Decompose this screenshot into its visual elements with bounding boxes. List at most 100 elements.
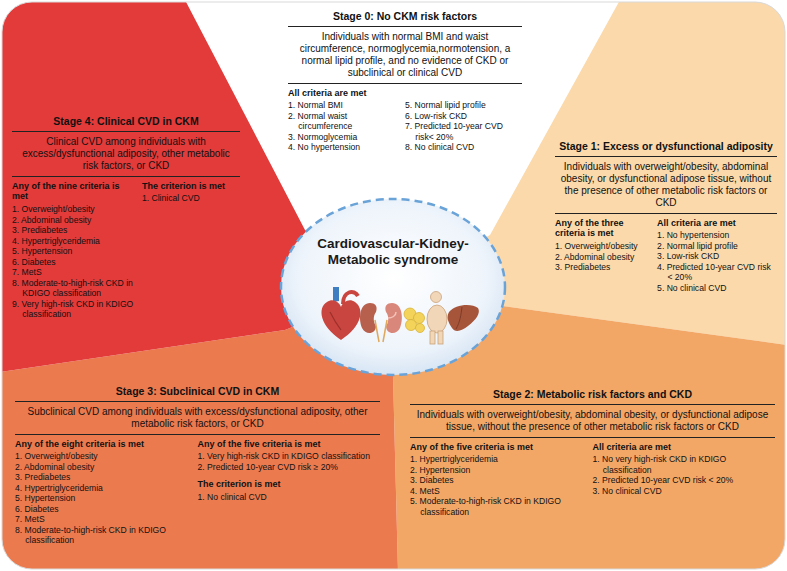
criteria-heading: The criterion is met	[142, 181, 236, 192]
icon-part	[385, 303, 402, 333]
criteria-item: 4. Predicted 10-year CVD risk < 20%	[657, 262, 773, 283]
criteria-item: 1. Overweight/obesity	[555, 241, 653, 251]
criteria-item: 5. Hypertension	[15, 493, 194, 503]
criteria-column: All criteria are met1. No hypertension2.…	[657, 218, 777, 294]
center-title: Cardiovascular-Kidney-Metabolic syndrome	[303, 236, 483, 267]
icon-part	[448, 305, 479, 331]
stage-panel: Stage 2: Metabolic risk factors and CKDI…	[410, 388, 775, 520]
heart-icon	[321, 287, 360, 340]
criteria-column: Any of the five criteria is met1. Very h…	[198, 439, 381, 546]
criteria-item: 3. Prediabetes	[15, 472, 194, 482]
stage-description: Individuals with overweight/obesity, abd…	[555, 157, 777, 214]
stage-heading: Stage 4: Clinical CVD in CKM	[12, 115, 240, 132]
icon-part	[431, 292, 442, 303]
criteria-item: 2. Abdominal obesity	[555, 252, 653, 262]
criteria-item: 7. MetS	[15, 514, 194, 524]
stage-heading: Stage 2: Metabolic risk factors and CKD	[410, 388, 775, 405]
criteria-column: Any of the eight criteria is met1. Overw…	[15, 439, 198, 546]
criteria-item: 1. Clinical CVD	[142, 193, 236, 203]
criteria-item: 4. MetS	[410, 486, 589, 496]
criteria-item: 4. No hypertension	[288, 142, 401, 152]
criteria-heading: Any of the nine criteria is met	[12, 181, 138, 203]
criteria-item: 5. Moderate-to-high-risk CKD in KDIGO cl…	[410, 496, 589, 517]
criteria-column: 5. Normal lipid profile6. Low-risk CKD7.…	[405, 100, 522, 152]
criteria-column: Any of the five criteria is met1. Hypert…	[410, 442, 593, 518]
criteria-item: 2. Abdominal obesity	[12, 215, 138, 225]
criteria-item: 6. Diabetes	[15, 504, 194, 514]
criteria-item: 1. Very high-risk CKD in KDIGO classific…	[198, 451, 377, 461]
criteria-item: 3. Diabetes	[410, 475, 589, 485]
icon-part	[330, 312, 341, 330]
icon-part	[416, 324, 425, 333]
criteria-item: 3. Prediabetes	[555, 262, 653, 272]
criteria-item: 8. Moderate-to-high-risk CKD in KDIGO cl…	[15, 525, 194, 546]
criteria-item: 1. Normal BMI	[288, 100, 401, 110]
criteria-item: 5. Hypertension	[12, 246, 138, 256]
icon-part	[438, 331, 443, 344]
icon-part	[383, 320, 387, 342]
criteria-item: 6. Low-risk CKD	[405, 111, 518, 121]
person-icon	[427, 292, 447, 345]
liver-icon	[448, 305, 479, 331]
criteria-item: 3. Low-risk CKD	[657, 251, 773, 261]
icon-part	[456, 307, 462, 329]
criteria-columns: All criteria are met1. Normal BMI2. Norm…	[288, 84, 522, 153]
criteria-column: Any of the nine criteria is met1. Overwe…	[12, 181, 142, 320]
icon-part	[388, 312, 396, 318]
icon-part	[360, 303, 377, 333]
icon-part	[406, 320, 417, 331]
center-label: Cardiovascular-Kidney-Metabolic syndrome	[303, 236, 483, 270]
criteria-item: 3. No clinical CVD	[593, 486, 772, 496]
criteria-item: 1. No very high-risk CKD in KDIGO classi…	[593, 454, 772, 475]
icon-part	[321, 300, 360, 340]
center-ellipse	[281, 199, 505, 375]
criteria-item: 1. Hypertriglyceridemia	[410, 454, 589, 464]
criteria-item: 2. Hypertension	[410, 465, 589, 475]
criteria-item: 4. Hypertriglyceridemia	[15, 483, 194, 493]
stage-heading: Stage 1: Excess or dysfunctional adiposi…	[555, 140, 777, 157]
criteria-heading: The criterion is met	[198, 479, 377, 490]
criteria-column: Any of the three criteria is met1. Overw…	[555, 218, 657, 294]
criteria-item: 1. No hypertension	[657, 230, 773, 240]
criteria-item: 4. Hypertriglyceridemia	[12, 236, 138, 246]
stage-description: Clinical CVD among individuals with exce…	[12, 132, 240, 177]
icon-part	[333, 287, 339, 302]
criteria-heading: Any of the eight criteria is met	[15, 439, 194, 450]
criteria-columns: Any of the nine criteria is met1. Overwe…	[12, 177, 240, 320]
criteria-item: 2. Abdominal obesity	[15, 462, 194, 472]
stage-panel: Stage 4: Clinical CVD in CKMClinical CVD…	[12, 115, 240, 322]
criteria-item: 1. Overweight/obesity	[12, 204, 138, 214]
criteria-heading: All criteria are met	[288, 88, 401, 99]
stage-description: Subclinical CVD among individuals with e…	[15, 402, 380, 435]
adipose-icon	[404, 308, 425, 333]
stage-description: Individuals with overweight/obesity, abd…	[410, 405, 775, 438]
criteria-item: 7. MetS	[12, 267, 138, 277]
criteria-column: The criterion is met1. Clinical CVD	[142, 181, 240, 320]
stage-heading: Stage 0: No CKM risk factors	[288, 10, 522, 27]
criteria-heading: Any of the three criteria is met	[555, 218, 653, 240]
criteria-heading: Any of the five criteria is met	[198, 439, 377, 450]
criteria-heading: All criteria are met	[657, 218, 773, 229]
stage-panel: Stage 3: Subclinical CVD in CKMSubclinic…	[15, 385, 380, 548]
criteria-item: 2. Normal waist circumference	[288, 111, 401, 132]
criteria-item: 5. Normal lipid profile	[405, 100, 518, 110]
stage-description: Individuals with normal BMI and waist ci…	[288, 27, 522, 84]
criteria-item: 1. No clinical CVD	[198, 492, 377, 502]
criteria-item: 2. Predicted 10-year CVD risk ≥ 20%	[198, 462, 377, 472]
criteria-item: 7. Predicted 10-year CVD risk< 20%	[405, 121, 518, 142]
criteria-item: 3. Normoglycemia	[288, 132, 401, 142]
icon-part	[427, 305, 447, 333]
criteria-item: 2. Normal lipid profile	[657, 241, 773, 251]
criteria-item: 9. Very high-risk CKD in KDIGO classific…	[12, 299, 138, 320]
criteria-heading: All criteria are met	[593, 442, 772, 453]
criteria-item: 1. Overweight/obesity	[15, 451, 194, 461]
criteria-item: 8. Moderate-to-high-risk CKD in KDIGO cl…	[12, 278, 138, 299]
stage-heading: Stage 3: Subclinical CVD in CKM	[15, 385, 380, 402]
criteria-item: 6. Diabetes	[12, 257, 138, 267]
criteria-columns: Any of the five criteria is met1. Hypert…	[410, 438, 775, 518]
criteria-columns: Any of the three criteria is met1. Overw…	[555, 214, 777, 294]
criteria-column: All criteria are met1. No very high-risk…	[593, 442, 776, 518]
